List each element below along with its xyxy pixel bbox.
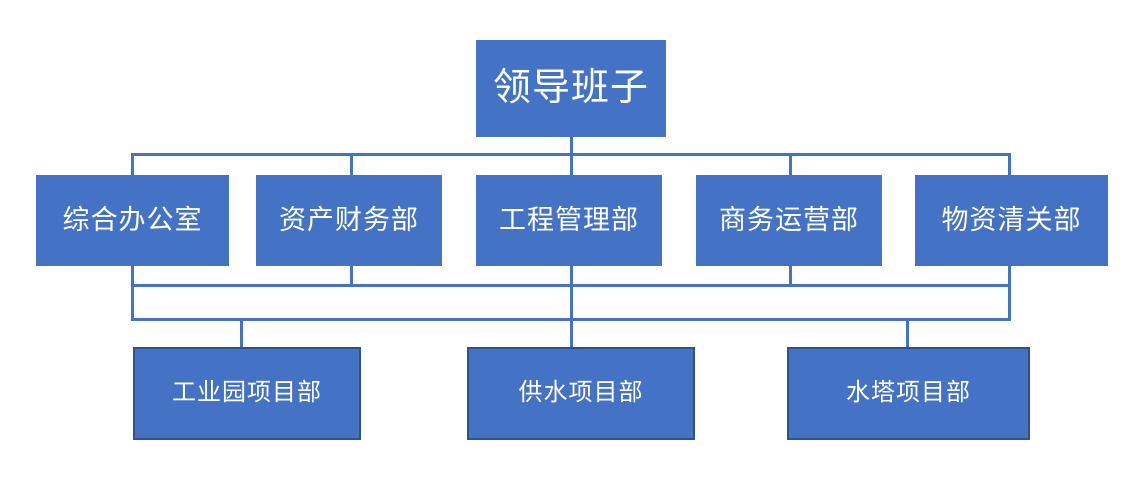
- connector-stub-business-operations: [789, 266, 792, 287]
- org-node-engineering-management[interactable]: 工程管理部: [476, 175, 662, 266]
- connector-stub-asset-finance: [350, 266, 353, 287]
- connector-left-riser-to-level3: [131, 284, 134, 320]
- org-node-water-tower-project[interactable]: 水塔项目部: [787, 347, 1030, 440]
- connector-bus-level2-bottom: [131, 284, 1011, 287]
- org-node-business-operations[interactable]: 商务运营部: [696, 175, 882, 266]
- connector-drop-materials-customs: [1008, 153, 1011, 175]
- connector-drop-engineering-management: [570, 153, 573, 175]
- connector-right-riser-to-level3: [1008, 284, 1011, 320]
- org-node-general-office[interactable]: 综合办公室: [36, 175, 229, 266]
- org-node-leadership[interactable]: 领导班子: [476, 40, 666, 137]
- connector-drop-general-office: [131, 153, 134, 175]
- connector-drop-water-tower-project: [906, 318, 909, 347]
- connector-leadership-to-bus: [570, 137, 573, 155]
- connector-drop-industrial-park-project: [240, 318, 243, 347]
- connector-stub-general-office: [131, 266, 134, 287]
- connector-stub-materials-customs: [1008, 266, 1011, 287]
- org-node-asset-finance[interactable]: 资产财务部: [256, 175, 442, 266]
- connector-drop-water-supply-project: [570, 318, 573, 347]
- org-node-water-supply-project[interactable]: 供水项目部: [467, 347, 695, 440]
- org-node-materials-customs[interactable]: 物资清关部: [915, 175, 1108, 266]
- connector-stub-engineering-management: [570, 266, 573, 347]
- org-node-industrial-park-project[interactable]: 工业园项目部: [133, 347, 361, 440]
- connector-drop-asset-finance: [350, 153, 353, 175]
- connector-drop-business-operations: [789, 153, 792, 175]
